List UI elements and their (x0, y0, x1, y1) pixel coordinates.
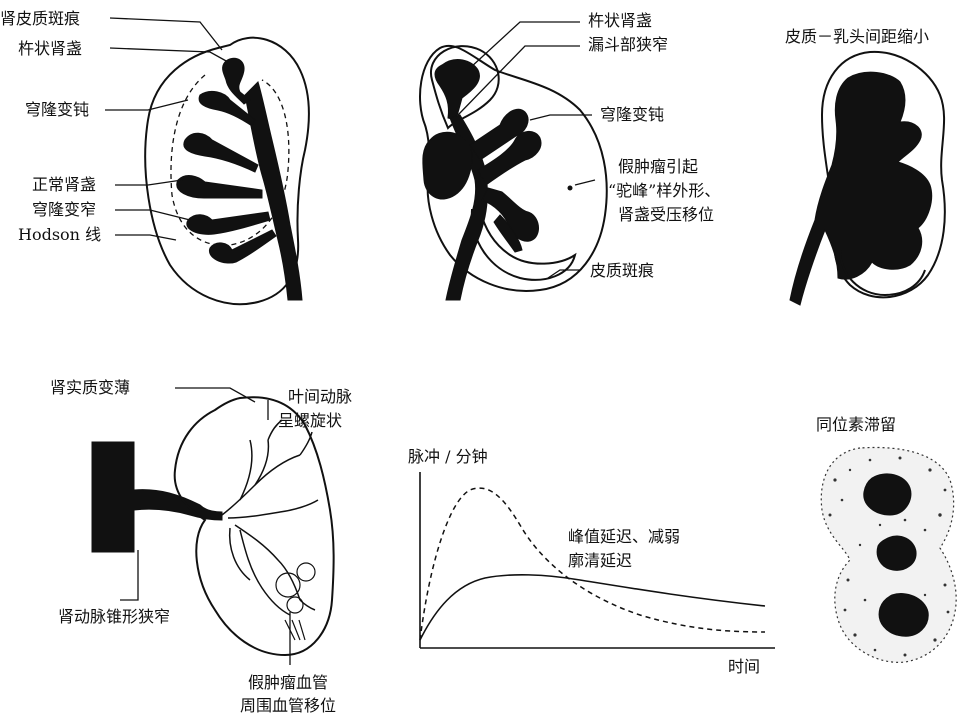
label-infundibular-stenosis: 漏斗部狭窄 (588, 35, 668, 54)
kidney-3-collecting-system (790, 72, 932, 305)
label-pseudotumor-line3: 肾盏受压移位 (618, 205, 714, 224)
isotope-hotspot-lower (879, 594, 928, 637)
kidney-4-outline (175, 397, 334, 655)
kidney-2-collecting-system (423, 60, 541, 300)
kidney-panel-1: 肾皮质斑痕 杵状肾盏 穹隆变钝 正常肾盏 穹隆变窄 Hodson 线 (0, 9, 309, 304)
isotope-hotspot-middle (877, 536, 916, 570)
label-peripheral-displacement: 周围血管移位 (240, 696, 336, 715)
kidney-panel-3: 皮质－乳头间距缩小 (785, 27, 945, 305)
label-hodson-line: Hodson 线 (18, 225, 101, 244)
label-thin-parenchyma: 肾实质变薄 (50, 378, 130, 397)
renal-artery (134, 490, 222, 520)
label-renal-artery-stenosis: 肾动脉锥形狭窄 (58, 607, 170, 626)
kidney-2-left-mass (423, 132, 472, 199)
pseudotumor-vessels (276, 563, 315, 640)
label-normal-calyx: 正常肾盏 (32, 175, 96, 194)
aorta-block (92, 442, 134, 552)
kidney-1-lower-calyx (209, 230, 276, 263)
label-blunted-fornix-2: 穹隆变钝 (600, 105, 664, 124)
label-clubbed-calyx: 杵状肾盏 (18, 39, 82, 58)
kidney-1-narrow-calyx (187, 212, 270, 234)
renogram-y-label: 脉冲 / 分钟 (408, 447, 488, 466)
title-isotope-retention: 同位素滞留 (816, 415, 896, 434)
renogram-panel: 脉冲 / 分钟 时间 峰值延迟、减弱 廓清延迟 (408, 447, 775, 676)
renogram-annotation-line2: 廓清延迟 (568, 551, 632, 570)
kidney-1-collecting-system (177, 58, 302, 300)
label-pseudotumor-line1: 假肿瘤引起 (618, 157, 698, 176)
kidney-2-pseudotumor-dot (568, 186, 573, 191)
kidney-1-middle-calyx (184, 133, 258, 172)
isotope-hotspot-upper (864, 474, 911, 515)
label-pseudotumor-line2: “驼峰”样外形、 (608, 181, 720, 200)
interlobar-arteries (222, 420, 318, 615)
label-interlobar-artery: 叶间动脉 (288, 387, 352, 406)
kidney-panel-2: 杵状肾盏 漏斗部狭窄 穹隆变钝 假肿瘤引起 “驼峰”样外形、 肾盏受压移位 皮质… (420, 11, 720, 300)
renogram-x-label: 时间 (728, 657, 760, 676)
label-spiral-shape: 呈螺旋状 (278, 411, 342, 430)
title-cortex-papilla: 皮质－乳头间距缩小 (785, 27, 929, 46)
label-narrowed-fornix: 穹隆变窄 (32, 200, 96, 219)
label-blunted-fornix: 穹隆变钝 (25, 100, 89, 119)
renogram-annotation-line1: 峰值延迟、减弱 (568, 527, 680, 546)
isotope-panel: 同位素滞留 (816, 415, 956, 662)
label-cortical-scar: 肾皮质斑痕 (0, 9, 80, 28)
kidney-1-normal-calyx (177, 176, 262, 198)
label-cortical-scar-2: 皮质斑痕 (590, 261, 654, 280)
label-pseudotumor-vessels: 假肿瘤血管 (248, 673, 328, 692)
label-clubbed-calyx-2: 杵状肾盏 (588, 11, 652, 30)
kidney-panel-4: 肾实质变薄 叶间动脉 呈螺旋状 肾动脉锥形狭窄 假肿瘤血管 周围血管移位 (50, 378, 352, 715)
abnormal-renogram-curve (420, 575, 765, 640)
